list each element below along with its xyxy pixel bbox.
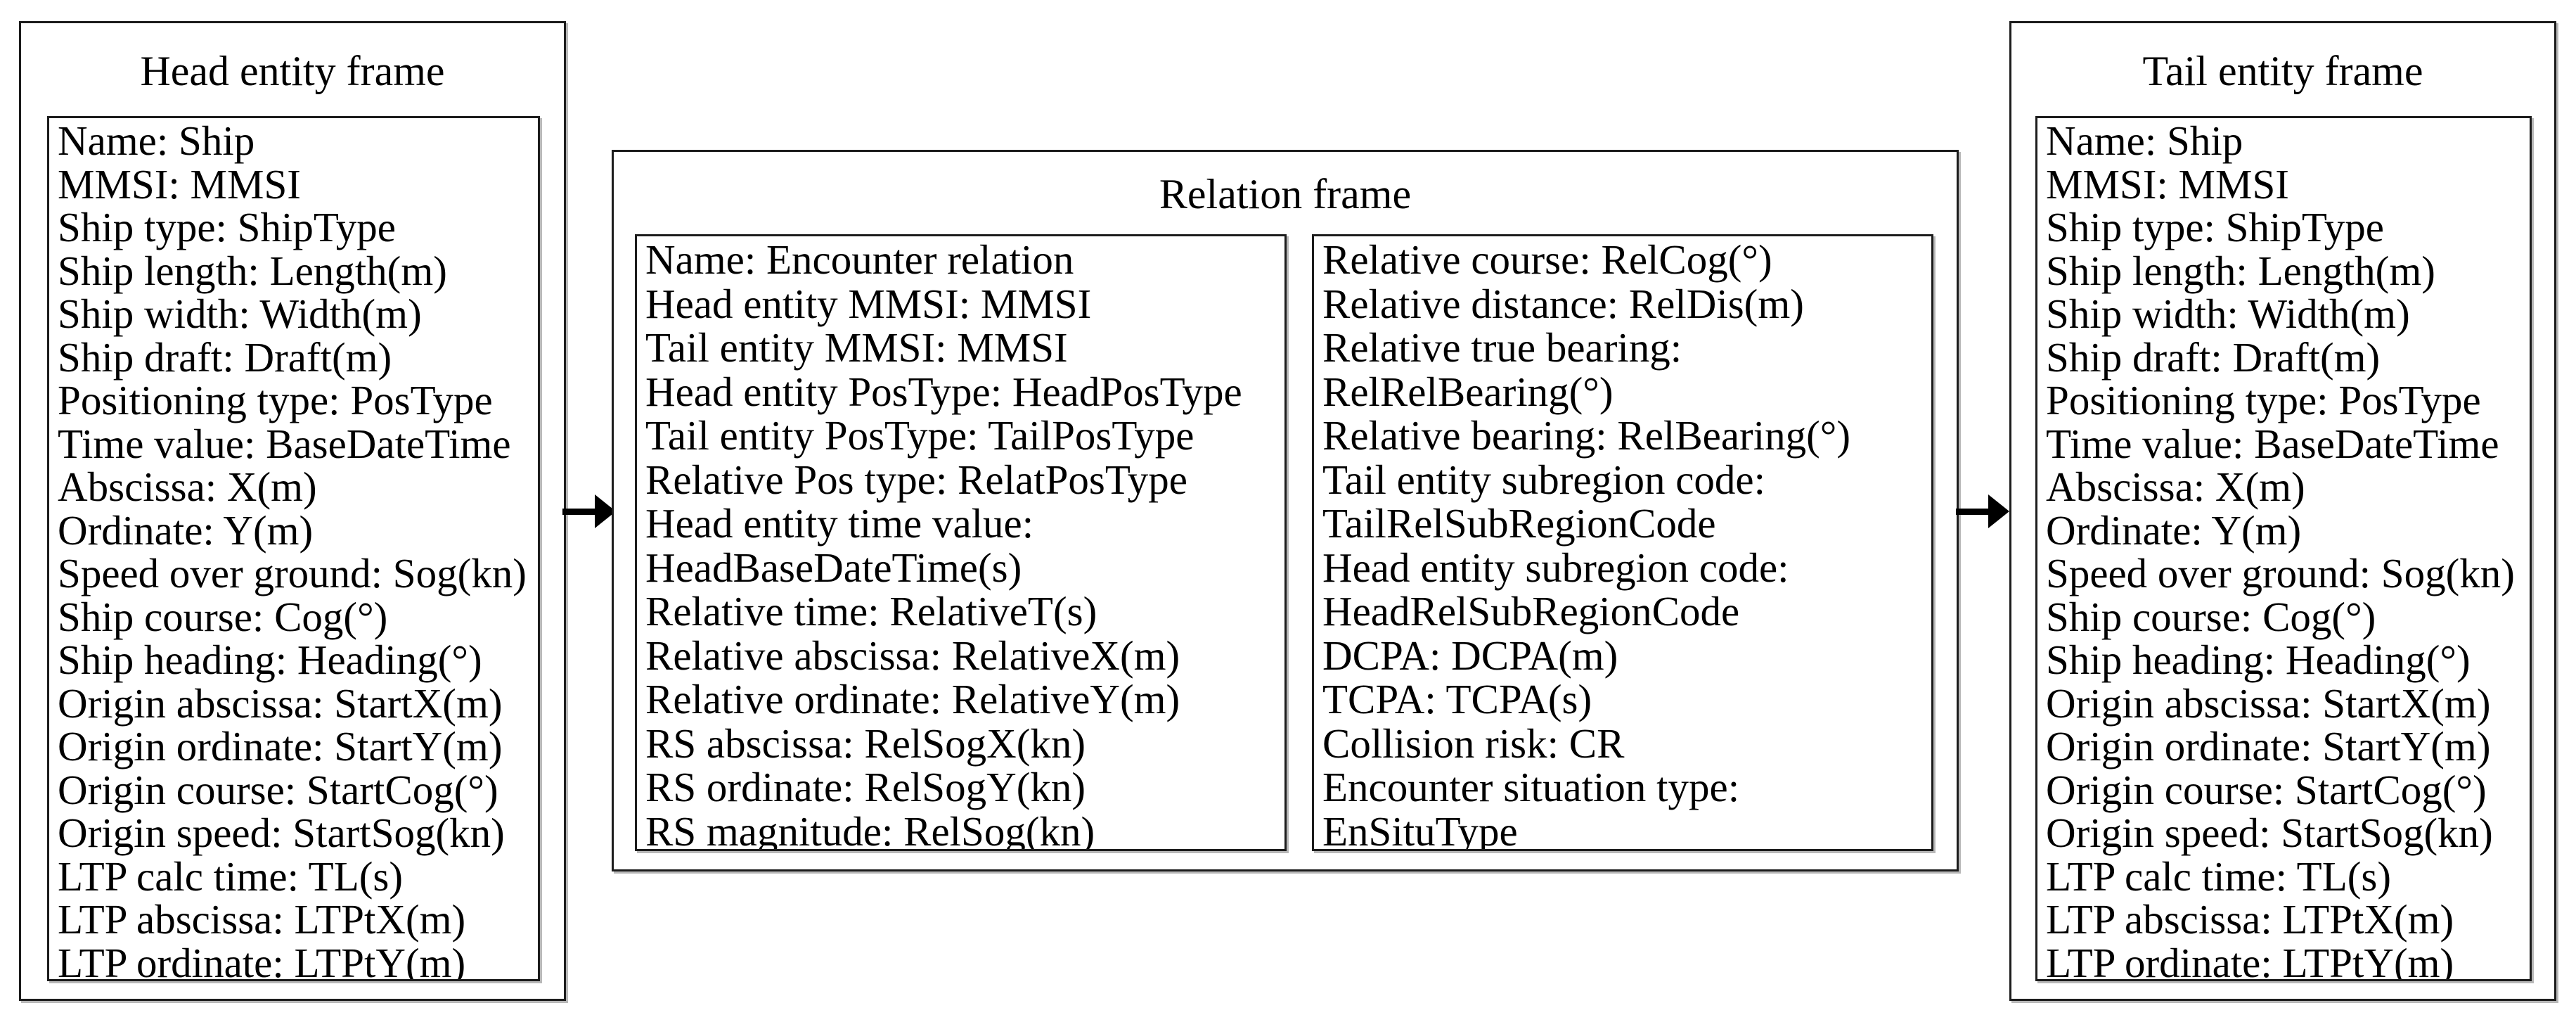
relation-attribute-list-right: Relative course: RelCog(°)Relative dista… [1312,234,1933,851]
attribute-line: LTP ordinate: LTPtY(m) [58,939,466,981]
attribute-line: Abscissa: X(m) [58,464,317,510]
arrow-head-to-relation-icon [562,494,616,528]
attribute-line: Ship type: ShipType [58,204,396,250]
attribute-line: TCPA: TCPA(s) [1322,676,1592,722]
attribute-line: Relative abscissa: RelativeX(m) [645,632,1180,679]
attribute-line: Head entity time value: [645,500,1034,547]
attribute-line: Speed over ground: Sog(kn) [58,550,527,596]
attribute-line: Head entity PosType: HeadPosType [645,368,1242,415]
attribute-line: TailRelSubRegionCode [1322,500,1716,547]
attribute-line: Ordinate: Y(m) [58,506,314,554]
attribute-line: Name: Encounter relation [645,236,1074,283]
attribute-line: RS ordinate: RelSogY(kn) [645,764,1086,810]
attribute-line: Relative true bearing: [1322,324,1682,371]
attribute-line: Ship heading: Heading(°) [2046,637,2471,683]
arrow-relation-to-tail-icon [1956,494,2009,528]
attribute-line: LTP abscissa: LTPtX(m) [58,896,466,943]
attribute-line: RS magnitude: RelSog(kn) [645,807,1095,851]
attribute-line: Ship heading: Heading(°) [58,637,482,683]
attribute-line: Relative ordinate: RelativeY(m) [645,676,1180,722]
attribute-line: Relative time: RelativeT(s) [645,588,1097,634]
attribute-line: Origin course: StartCog(°) [58,766,498,813]
attribute-line: Relative course: RelCog(°) [1322,236,1772,283]
attribute-line: Time value: BaseDateTime [2046,420,2499,467]
tail-entity-frame-title: Tail entity frame [2142,48,2423,94]
attribute-line: Tail entity subregion code: [1322,456,1765,503]
attribute-line: Head entity MMSI: MMSI [645,280,1092,327]
attribute-line: Ordinate: Y(m) [2046,506,2302,554]
relation-frame-title: Relation frame [1159,171,1412,217]
attribute-line: Encounter situation type: [1322,764,1740,810]
arrow-stem [562,509,596,515]
attribute-line: Tail entity MMSI: MMSI [645,324,1068,371]
arrow-right-icon [1988,494,2009,528]
attribute-line: Ship length: Length(m) [2046,247,2435,294]
head-entity-frame-title: Head entity frame [140,48,445,94]
attribute-line: Collision risk: CR [1322,720,1625,767]
attribute-line: Relative Pos type: RelatPosType [645,456,1187,503]
attribute-line: LTP abscissa: LTPtX(m) [2046,896,2454,943]
attribute-line: Name: Ship [58,117,255,164]
attribute-line: Relative bearing: RelBearing(°) [1322,412,1850,459]
attribute-line: Relative distance: RelDis(m) [1322,280,1804,327]
attribute-line: Ship draft: Draft(m) [2046,333,2381,381]
attribute-line: DCPA: DCPA(m) [1322,632,1618,679]
attribute-line: Origin speed: StartSog(kn) [58,810,505,856]
attribute-line: Speed over ground: Sog(kn) [2046,550,2515,596]
attribute-line: Origin abscissa: StartX(m) [58,679,503,727]
attribute-line: Positioning type: PosType [2046,377,2481,423]
attribute-line: Ship course: Cog(°) [2046,593,2376,640]
attribute-line: LTP calc time: TL(s) [2046,852,2392,900]
attribute-line: EnSituType [1322,807,1518,851]
attribute-line: MMSI: MMSI [2046,160,2289,207]
attribute-line: Origin ordinate: StartY(m) [58,723,503,769]
attribute-line: Time value: BaseDateTime [58,420,511,467]
attribute-line: Name: Ship [2046,117,2243,164]
attribute-line: MMSI: MMSI [58,160,301,207]
attribute-line: Origin ordinate: StartY(m) [2046,723,2491,769]
attribute-line: Ship draft: Draft(m) [58,333,392,381]
attribute-line: Origin abscissa: StartX(m) [2046,679,2491,727]
arrow-stem [1956,509,1990,515]
attribute-line: HeadRelSubRegionCode [1322,588,1740,634]
attribute-line: Ship width: Width(m) [2046,290,2410,337]
attribute-line: Positioning type: PosType [58,377,493,423]
attribute-line: LTP ordinate: LTPtY(m) [2046,939,2454,981]
attribute-line: Abscissa: X(m) [2046,464,2305,510]
attribute-line: RelRelBearing(°) [1322,368,1614,415]
attribute-line: HeadBaseDateTime(s) [645,544,1022,591]
attribute-line: LTP calc time: TL(s) [58,852,404,900]
attribute-line: RS abscissa: RelSogX(kn) [645,720,1086,767]
attribute-line: Ship type: ShipType [2046,204,2384,250]
attribute-line: Origin speed: StartSog(kn) [2046,810,2493,856]
attribute-line: Head entity subregion code: [1322,544,1789,591]
attribute-line: Ship width: Width(m) [58,290,422,337]
attribute-line: Origin course: StartCog(°) [2046,766,2487,813]
attribute-line: Tail entity PosType: TailPosType [645,412,1194,459]
attribute-line: Ship length: Length(m) [58,247,447,294]
attribute-line: Ship course: Cog(°) [58,593,388,640]
